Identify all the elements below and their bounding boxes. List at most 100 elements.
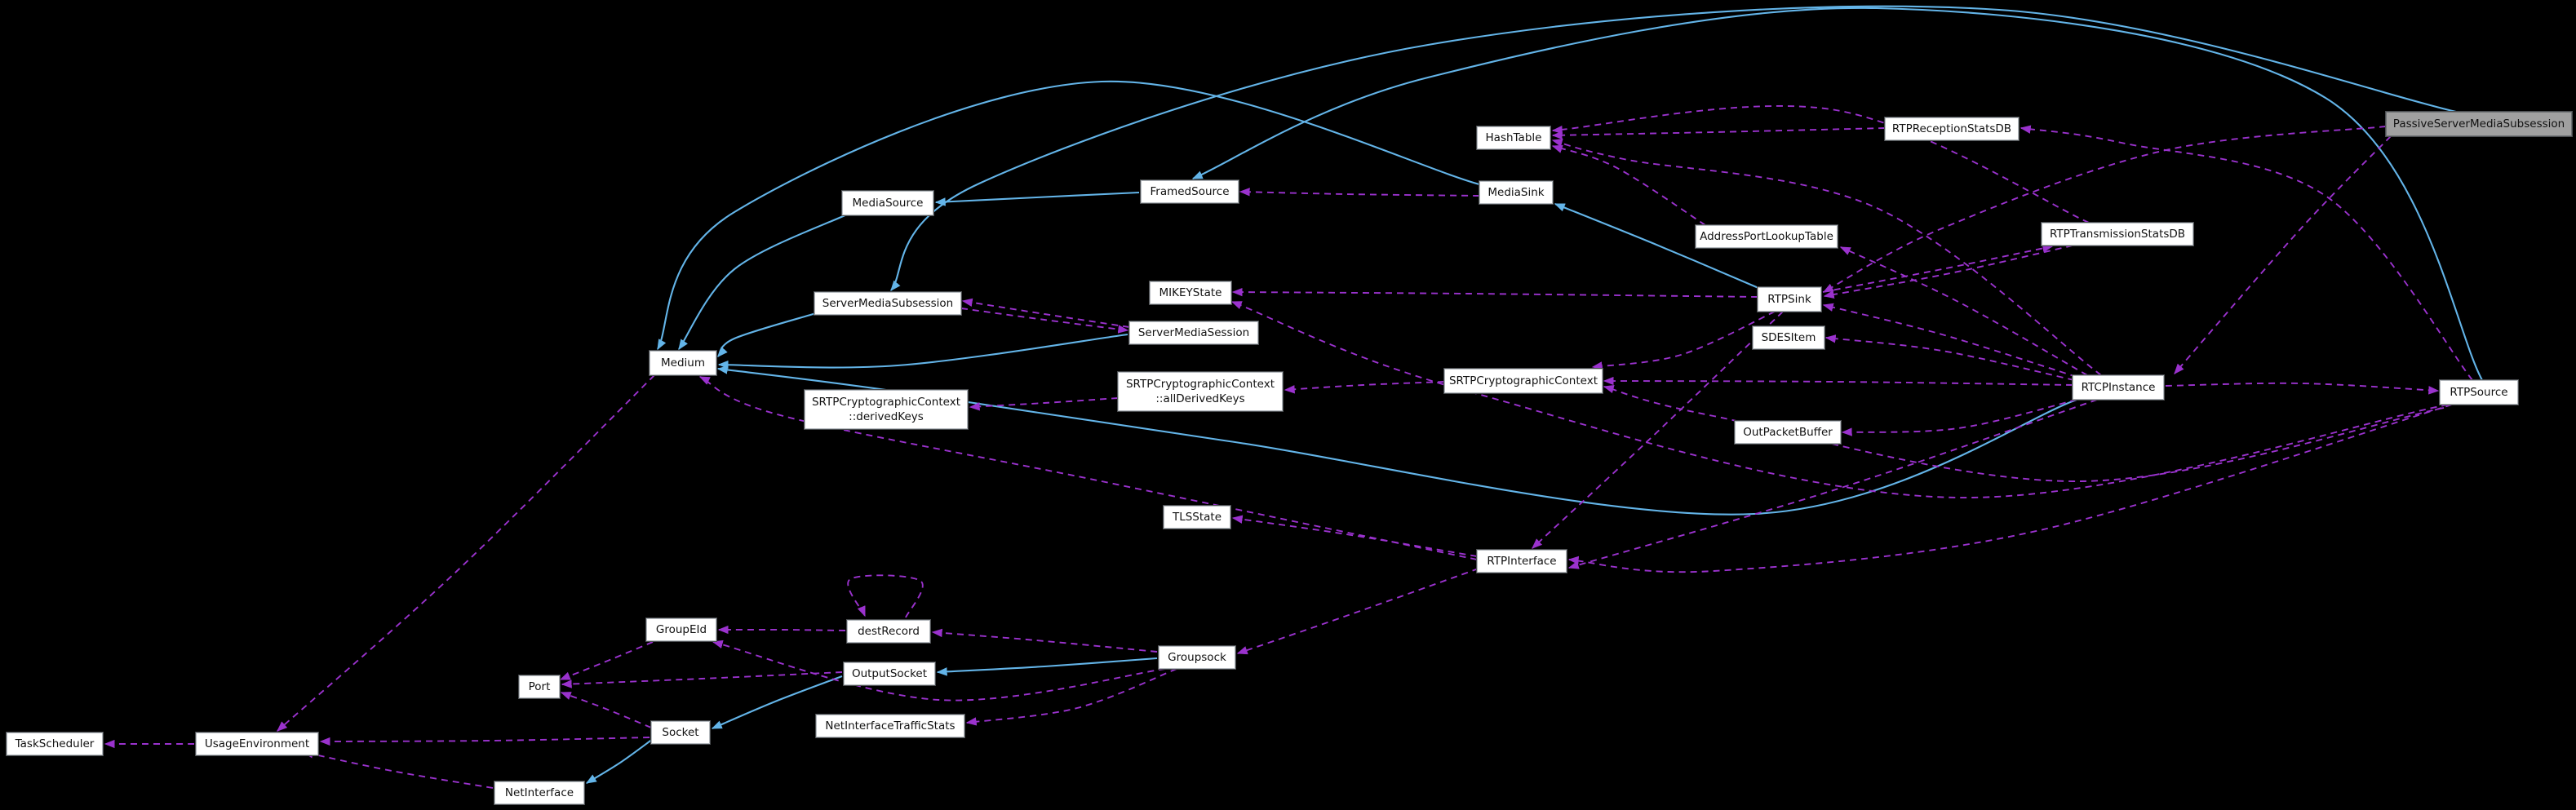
node-groupsock[interactable]: Groupsock bbox=[1158, 645, 1236, 670]
node-srtpContext[interactable]: SRTPCryptographicContext bbox=[1443, 368, 1603, 394]
node-label: HashTable bbox=[1485, 131, 1542, 144]
edge-rtcpInstance-rtpInterface bbox=[1567, 399, 2098, 569]
edge-serverMediaSubsession-serverMediaSession bbox=[960, 308, 1129, 334]
edge-rtpSink-rtpTransmissionStatsDB bbox=[1822, 244, 2054, 293]
edge-groupEId-port bbox=[559, 641, 654, 680]
node-label: OutPacketBuffer bbox=[1743, 425, 1833, 439]
node-label: SRTPCryptographicContext bbox=[1448, 374, 1598, 387]
node-label: RTPSource bbox=[2450, 385, 2508, 399]
node-label: Socket bbox=[662, 725, 699, 739]
node-label: SDESItem bbox=[1761, 330, 1816, 344]
node-serverMediaSession[interactable]: ServerMediaSession bbox=[1128, 321, 1259, 345]
edge-rtpSource-mikeyState bbox=[1230, 301, 2449, 498]
edge-outputSocket-port bbox=[561, 671, 843, 688]
node-addressPortLookupTable[interactable]: AddressPortLookupTable bbox=[1695, 224, 1838, 249]
node-tlsState[interactable]: TLSState bbox=[1163, 505, 1231, 529]
node-passive: PassiveServerMediaSubsession bbox=[2385, 111, 2573, 137]
edge-rtpInterface-groupsock bbox=[1236, 568, 1479, 655]
edge-rtpSource-srtpContext bbox=[1603, 385, 2445, 482]
node-socket[interactable]: Socket bbox=[650, 720, 711, 745]
edge-rtcpInstance-sdesItem bbox=[1824, 334, 2075, 381]
node-label: destRecord bbox=[858, 624, 920, 638]
edge-rtpTransmissionStatsDB-rtpSink bbox=[1823, 245, 2073, 299]
edge-serverMediaSubsession-medium bbox=[717, 312, 817, 357]
edge-mediaSource-medium bbox=[678, 213, 849, 351]
node-outPacketBuffer[interactable]: OutPacketBuffer bbox=[1734, 420, 1842, 445]
node-medium[interactable]: Medium bbox=[649, 350, 717, 376]
edge-groupsock-destRecord bbox=[931, 628, 1158, 653]
edge-framedSource-mediaSource bbox=[934, 191, 1140, 206]
node-mediaSink[interactable]: MediaSink bbox=[1479, 180, 1554, 205]
node-label: Port bbox=[528, 679, 551, 693]
node-hashTable[interactable]: HashTable bbox=[1476, 126, 1551, 150]
edge-mediaSink-framedSource bbox=[1239, 188, 1480, 197]
node-rtcpInstance[interactable]: RTCPInstance bbox=[2072, 374, 2165, 401]
edge-rtpSource-rtpReceptionStatsDB bbox=[2020, 125, 2473, 381]
node-mikeyState[interactable]: MIKEYState bbox=[1149, 281, 1232, 305]
node-label: RTPTransmissionStatsDB bbox=[2049, 227, 2186, 241]
edge-rtcpInstance-addressPortLookupTable bbox=[1839, 246, 2088, 376]
node-label: Groupsock bbox=[1168, 650, 1226, 664]
edge-medium-usageEnvironment bbox=[277, 374, 655, 732]
node-taskScheduler[interactable]: TaskScheduler bbox=[6, 732, 104, 756]
edge-rtcpInstance-medium bbox=[716, 365, 2077, 516]
node-label: PassiveServerMediaSubsession bbox=[2392, 117, 2565, 131]
node-groupEId[interactable]: GroupEId bbox=[645, 617, 717, 642]
edge-passive-serverMediaSubsession bbox=[890, 5, 2457, 292]
node-usageEnvironment[interactable]: UsageEnvironment bbox=[195, 732, 319, 756]
node-label: RTPSink bbox=[1767, 292, 1811, 306]
edge-rtpTransmissionStatsDB-hashTable bbox=[1551, 105, 2090, 224]
node-rtpInterface[interactable]: RTPInterface bbox=[1476, 549, 1567, 573]
edge-netInterface-usageEnvironment bbox=[302, 750, 494, 789]
node-netInterface[interactable]: NetInterface bbox=[494, 781, 585, 805]
node-srtpAllDerivedKeys[interactable]: SRTPCryptographicContext::allDerivedKeys bbox=[1117, 371, 1284, 412]
node-label: AddressPortLookupTable bbox=[1700, 229, 1833, 243]
edge-socket-usageEnvironment bbox=[319, 737, 650, 746]
node-rtpTransmissionStatsDB[interactable]: RTPTransmissionStatsDB bbox=[2041, 222, 2194, 246]
node-label: RTCPInstance bbox=[2081, 380, 2156, 394]
edge-groupsock-netIfTrafficStats bbox=[965, 668, 1177, 726]
edge-groupsock-groupEId bbox=[712, 640, 1166, 702]
edge-passive-rtpSink bbox=[1822, 126, 2387, 293]
node-rtpReceptionStatsDB[interactable]: RTPReceptionStatsDB bbox=[1884, 117, 2020, 141]
node-port[interactable]: Port bbox=[518, 675, 561, 699]
edge-destRecord-destRecord bbox=[847, 574, 924, 618]
node-netIfTrafficStats[interactable]: NetInterfaceTrafficStats bbox=[815, 714, 965, 738]
edge-rtpSink-mediaSink bbox=[1554, 203, 1759, 289]
edge-serverMediaSession-medium bbox=[717, 333, 1128, 370]
edge-serverMediaSession-serverMediaSubsession bbox=[961, 298, 1130, 328]
node-label: SRTPCryptographicContext bbox=[1125, 377, 1275, 391]
node-rtpSource[interactable]: RTPSource bbox=[2439, 379, 2519, 405]
node-label: RTPReceptionStatsDB bbox=[1891, 122, 2012, 135]
node-label: GroupEId bbox=[655, 622, 707, 636]
node-sdesItem[interactable]: SDESItem bbox=[1752, 325, 1825, 350]
edge-mediaSink-medium bbox=[657, 80, 1480, 351]
edge-passive-rtcpInstance bbox=[2174, 135, 2392, 374]
edge-rtpSource-framedSource bbox=[1191, 7, 2483, 381]
edge-srtpContext-srtpAllDerivedKeys bbox=[1284, 381, 1445, 394]
edge-addressPortLookupTable-hashTable bbox=[1551, 144, 1706, 226]
node-label: Medium bbox=[661, 356, 705, 370]
node-label: ServerMediaSubsession bbox=[822, 296, 954, 310]
node-label: FramedSource bbox=[1150, 184, 1230, 198]
edge-rtcpInstance-rtpSink bbox=[1822, 303, 2077, 378]
edge-rtpSink-mikeyState bbox=[1231, 287, 1758, 298]
edge-srtpAllDerivedKeys-srtpDerivedKeys bbox=[969, 397, 1119, 411]
node-label: RTPInterface bbox=[1487, 554, 1557, 568]
edge-rtpInterface-tlsState bbox=[1231, 515, 1478, 557]
node-rtpSink[interactable]: RTPSink bbox=[1757, 286, 1822, 312]
node-destRecord[interactable]: destRecord bbox=[846, 619, 931, 644]
node-srtpDerivedKeys[interactable]: SRTPCryptographicContext::derivedKeys bbox=[804, 389, 969, 430]
node-mediaSource[interactable]: MediaSource bbox=[841, 190, 934, 216]
node-framedSource[interactable]: FramedSource bbox=[1140, 179, 1239, 204]
node-serverMediaSubsession[interactable]: ServerMediaSubsession bbox=[814, 291, 962, 316]
edge-rtpSink-srtpContext bbox=[1591, 311, 1776, 370]
node-label: ServerMediaSession bbox=[1137, 325, 1250, 339]
node-outputSocket[interactable]: OutputSocket bbox=[843, 662, 936, 686]
edge-rtcpInstance-outPacketBuffer bbox=[1841, 399, 2077, 436]
node-label: NetInterfaceTrafficStats bbox=[825, 719, 955, 733]
edge-rtpSink-rtpInterface bbox=[1532, 311, 1784, 549]
node-label: SRTPCryptographicContext bbox=[811, 395, 961, 409]
